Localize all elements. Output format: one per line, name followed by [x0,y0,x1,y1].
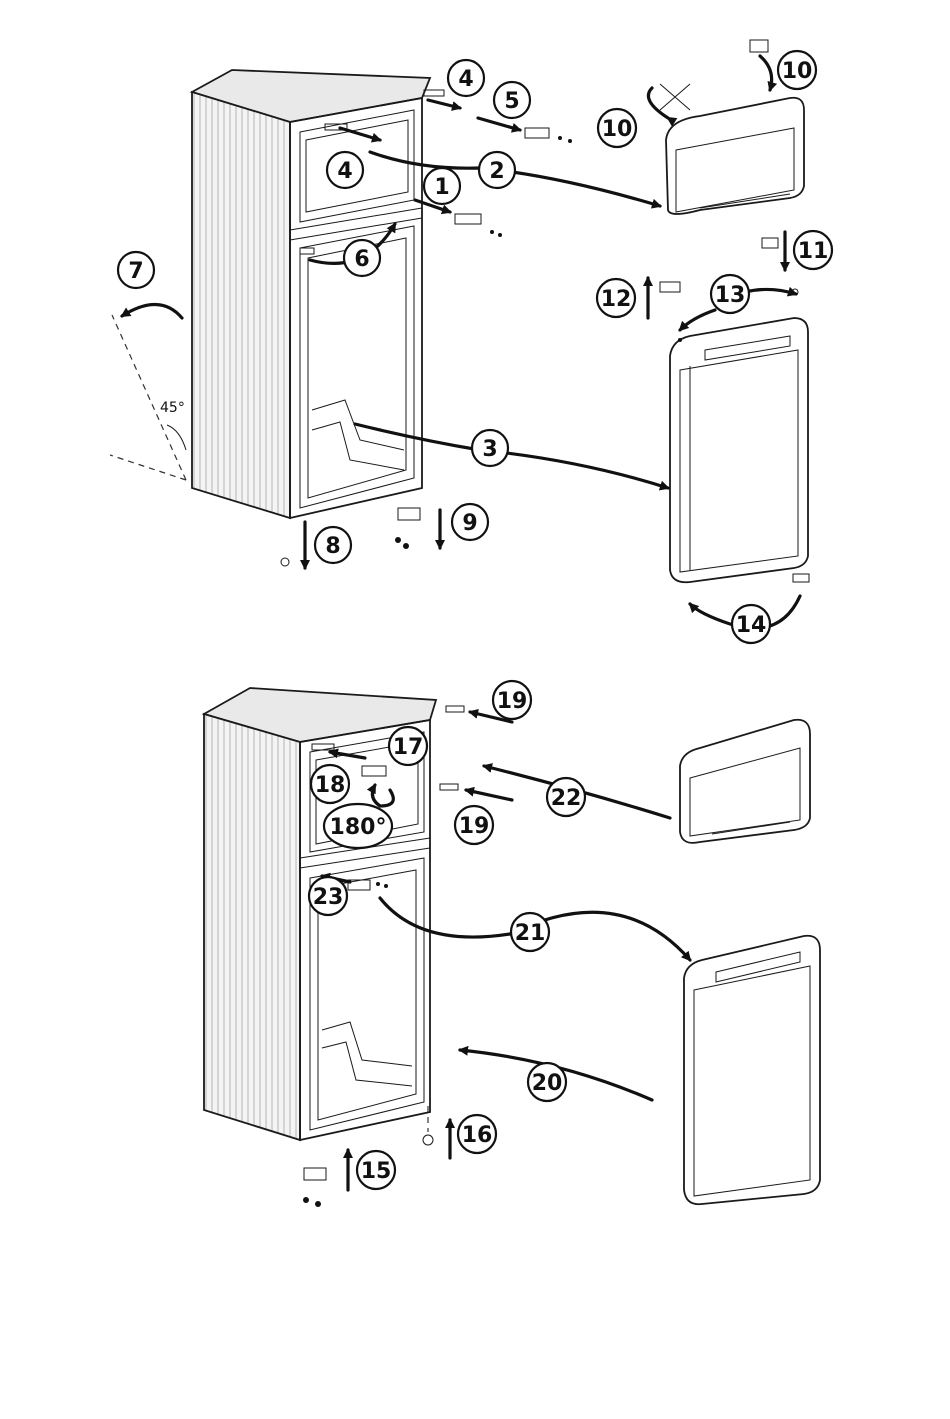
svg-text:10: 10 [782,59,813,84]
svg-text:7: 7 [128,259,143,284]
hinge-plate-5 [525,128,549,138]
step-bubble-10b: 10 [598,109,636,147]
freezer-door-bottom [680,720,810,843]
step-bubble-1: 1 [424,168,460,204]
svg-text:14: 14 [736,613,767,638]
rotation-bubble: 180° [324,804,392,848]
step-bubble-5: 5 [494,82,530,118]
angle-label: 45° [160,400,185,416]
step-bubble-21: 21 [511,913,549,951]
fridge-door-top [670,318,808,582]
svg-text:9: 9 [462,511,477,536]
svg-text:19: 19 [497,689,528,714]
step-bubble-20: 20 [528,1063,566,1101]
step-bubble-4a: 4 [448,60,484,96]
middle-hinge [455,214,481,224]
step-bubble-12: 12 [597,279,635,317]
step-bubble-15: 15 [357,1151,395,1189]
svg-text:17: 17 [393,735,424,760]
step-bubble-18: 18 [311,765,349,803]
svg-text:20: 20 [532,1071,563,1096]
step-bubble-8: 8 [315,527,351,563]
svg-text:10: 10 [602,117,633,142]
svg-text:18: 18 [315,773,346,798]
bottom-hinge-15 [304,1168,326,1180]
step-bubble-10a: 10 [778,51,816,89]
svg-text:11: 11 [798,239,829,264]
svg-text:12: 12 [601,287,632,312]
hinge-cover [424,90,444,96]
rotation-label: 180° [330,815,387,840]
foot [281,558,289,566]
hinge-plate-17 [362,766,386,776]
step-bubble-14: 14 [732,605,770,643]
tilt-guide: 45° [110,315,186,480]
svg-text:19: 19 [459,814,490,839]
svg-text:16: 16 [462,1123,493,1148]
svg-text:22: 22 [551,786,582,811]
svg-text:23: 23 [313,885,344,910]
fridge-top-view [192,70,430,518]
step-bubble-19b: 19 [455,806,493,844]
step-bubble-2: 2 [479,152,515,188]
svg-text:15: 15 [361,1159,392,1184]
step-bubble-13: 13 [711,275,749,313]
step-bubble-22: 22 [547,778,585,816]
step-bubble-16: 16 [458,1115,496,1153]
step-bubble-11: 11 [794,231,832,269]
step-bubble-17: 17 [389,727,427,765]
step-bubble-3: 3 [472,430,508,466]
svg-text:4: 4 [337,159,352,184]
fridge-door-bottom [684,936,820,1204]
svg-text:21: 21 [515,921,546,946]
svg-text:13: 13 [715,283,746,308]
step-bubble-19a: 19 [493,681,531,719]
step-bubble-7: 7 [118,252,154,288]
svg-text:1: 1 [434,175,449,200]
step-bubble-23: 23 [309,877,347,915]
svg-text:3: 3 [482,437,497,462]
step-bubble-6: 6 [344,240,380,276]
step-bubble-4b: 4 [327,152,363,188]
step-bubble-9: 9 [452,504,488,540]
bottom-hinge [398,508,420,520]
svg-text:5: 5 [504,89,519,114]
svg-text:2: 2 [489,159,504,184]
foot-16 [423,1135,433,1145]
svg-text:6: 6 [354,247,369,272]
arrows-bottom [322,712,690,1190]
svg-text:8: 8 [325,534,340,559]
svg-text:4: 4 [458,67,473,92]
